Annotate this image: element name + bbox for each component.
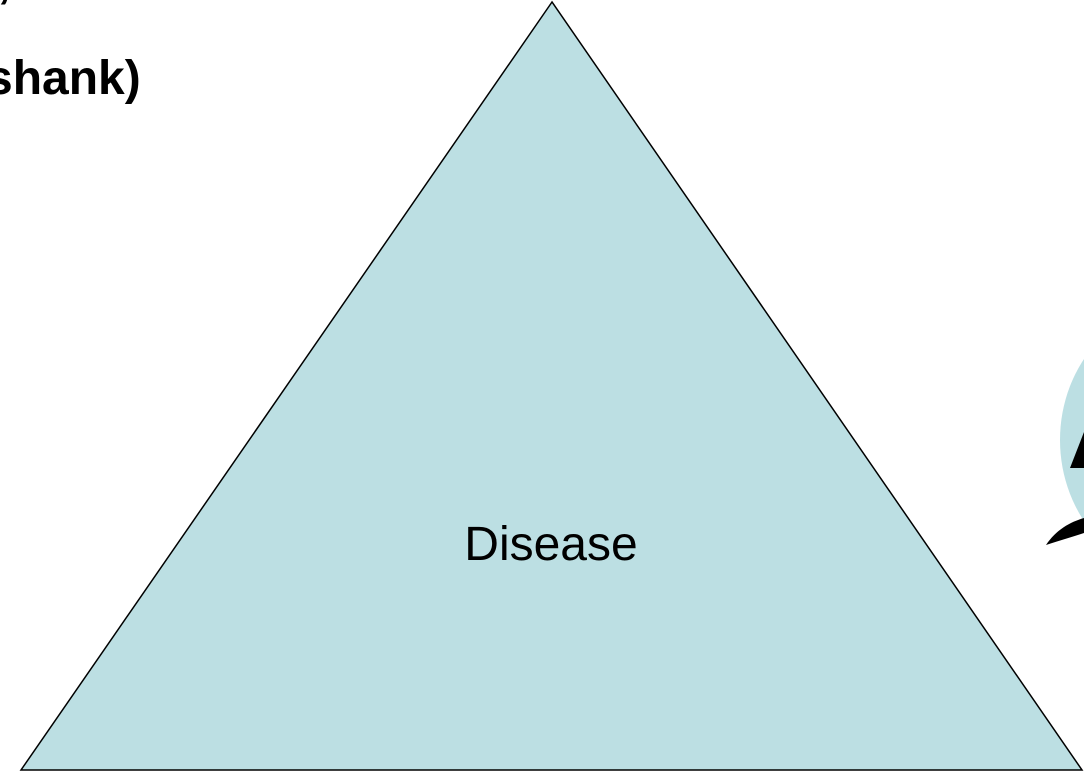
right-dark-triangle-shape <box>1070 432 1084 468</box>
title-line-2: shank) <box>0 52 141 105</box>
right-curved-arrow-fragment <box>1046 518 1084 545</box>
title-line-1: ’’ <box>0 0 141 44</box>
disease-triangle <box>19 0 1084 771</box>
disease-label: Disease <box>464 518 637 571</box>
right-circle-shape <box>1060 358 1084 522</box>
slide-title-fragment: ’’ shank) <box>0 0 141 114</box>
